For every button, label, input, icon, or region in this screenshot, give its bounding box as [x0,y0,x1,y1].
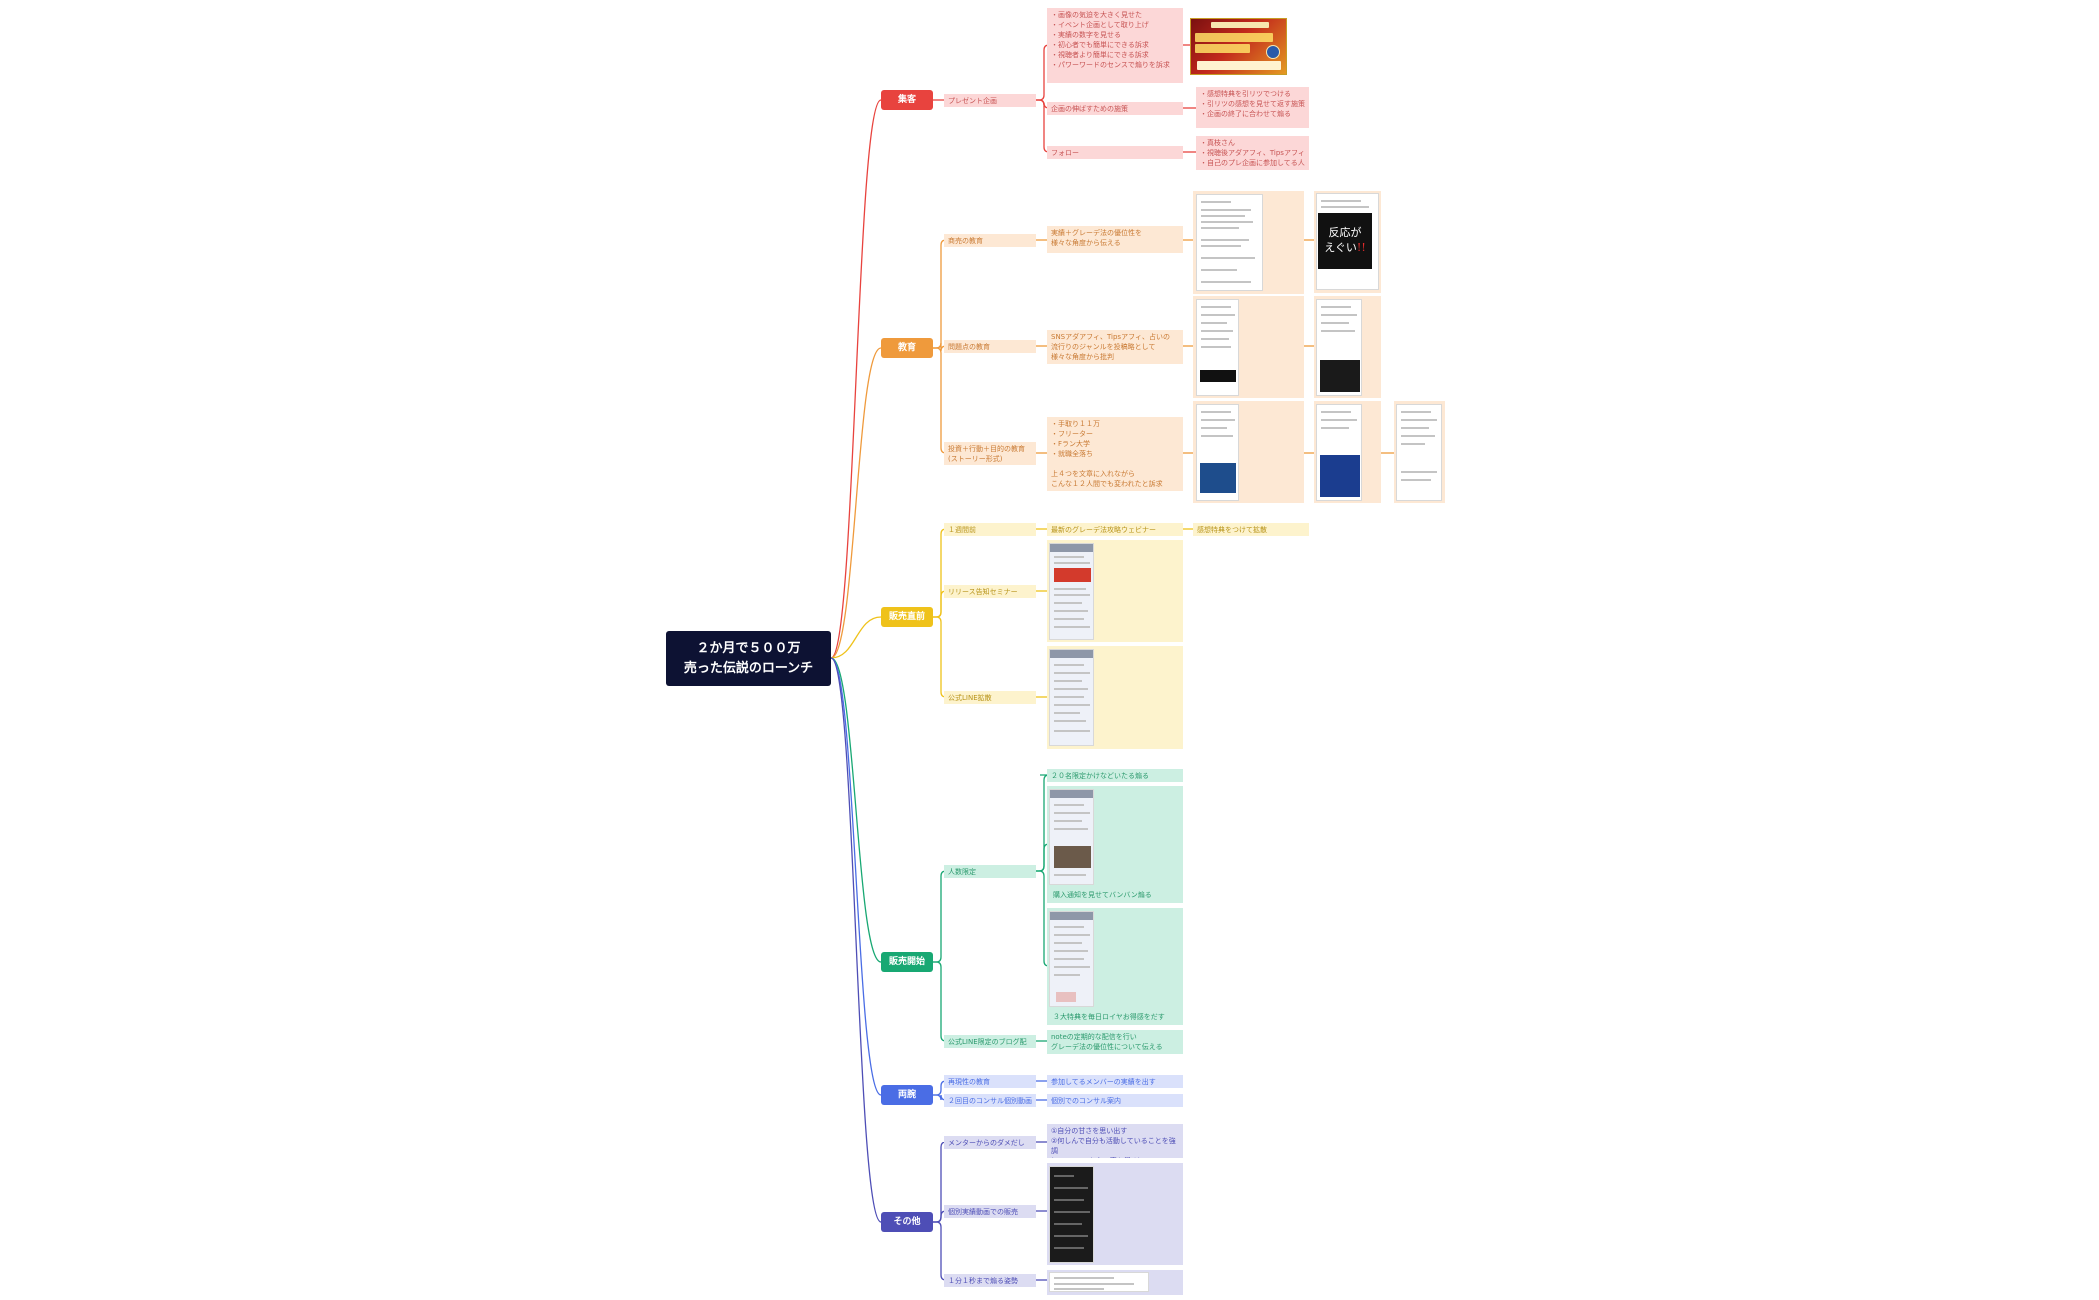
node-saigensei-desc[interactable]: 参加してるメンバーの実績を出す [1047,1075,1183,1088]
node-one-week[interactable]: １週間前 [944,523,1036,536]
branch-hanbai-chokuzen[interactable]: 販売直前 [881,607,933,627]
node-one-three[interactable]: １分１秒まで煽る姿勢 [944,1274,1036,1287]
node-three-tokuten[interactable]: ３大特典を毎日ロイヤお得感をだす [1053,1013,1165,1021]
node-line-kakusan[interactable]: 公式LINE拡散 [944,691,1036,704]
node-shouhin-desc[interactable]: 実績＋グレーデ法の優位性を 様々な角度から伝える [1047,226,1183,253]
root-branch-edge [830,657,882,963]
root-node[interactable]: ２か月で５００万 売った伝説のローンチ [666,631,831,686]
node-one-week-desc[interactable]: 最新のグレーデ法攻略ウェビナー [1047,523,1183,536]
node-release-seminar[interactable]: リリース告知セミナー [944,585,1036,598]
edge [933,347,947,454]
node-story-kyouiku[interactable]: 投資＋行動＋目的の教育 (ストーリー形式) [944,442,1036,465]
campaign-banner-image [1190,18,1287,75]
edge [933,239,947,349]
node-present-kikaku[interactable]: プレゼント企画 [944,94,1036,107]
node-mondai-kyouiku[interactable]: 問題点の教育 [944,340,1036,353]
branch-ryoushuu[interactable]: 両腕 [881,1085,933,1105]
root-branch-edge [830,657,882,1223]
coin-icon [1266,45,1280,59]
branch-hanbai-kaishi[interactable]: 販売開始 [881,952,933,972]
tweet-screenshot-6 [1316,404,1362,501]
bigtext-label: 反応が えぐい [1324,226,1362,254]
edge [1036,870,1050,967]
edge [933,616,947,698]
edge [933,961,947,1042]
branch-sonota[interactable]: その他 [881,1212,933,1232]
bigtext-excl: !! [1356,241,1366,254]
tweet-screenshot-4 [1316,299,1362,396]
node-kounyu-tsuuchi[interactable]: 購入通知を見せてバンバン煽る [1053,891,1152,899]
node-twenty-limit[interactable]: ２０名限定かけなどいたる煽る [1047,769,1183,782]
line-screenshot [1049,649,1094,746]
tweet-screenshot-5 [1196,404,1239,501]
branch-shuukyaku[interactable]: 集客 [881,90,933,110]
node-ninzuu-gentei[interactable]: 人数限定 [944,865,1036,878]
node-kobetsu-douga[interactable]: 個別実績動画での販売 [944,1205,1036,1218]
branch-kyouiku[interactable]: 教育 [881,338,933,358]
node-follow-list[interactable]: ・真枝さん ・視聴後アダアフィ、Tipsアフィ ・自己のプレ企画に参加してる人 [1196,136,1309,170]
tokuten-screenshot [1049,911,1094,1007]
node-line-blog-desc[interactable]: noteの定期的な配信を行い グレーデ法の優位性について伝える [1047,1030,1183,1054]
node-consult[interactable]: ２回目のコンサル個別動画 [944,1094,1036,1107]
node-line-blog[interactable]: 公式LINE限定のブログ配信 [944,1035,1036,1048]
node-saigensei[interactable]: 再現性の教育 [944,1075,1036,1088]
node-follow[interactable]: フォロー [1047,146,1183,159]
node-kikaku-sagasu[interactable]: 企画の伸ばすための施策 [1047,102,1183,115]
edge [1036,99,1050,153]
node-consult-desc[interactable]: 個別でのコンサル案内 [1047,1094,1183,1107]
one-three-screenshot [1049,1272,1149,1292]
node-present-list[interactable]: ・画像の気迫を大きく見せた ・イベント企画として取り上げ ・実績の数字を見せる … [1047,8,1183,83]
tweet-screenshot-3 [1196,299,1239,396]
kounyu-screenshot [1049,789,1094,885]
douga-screenshot [1049,1166,1094,1263]
edge [933,870,947,963]
edge [933,1094,947,1101]
tweet-screenshot-1 [1196,194,1263,291]
node-kikaku-list[interactable]: ・感想特典を引リツでつける ・引リツの感想を見せて返す施策 ・企画の終了に合わせ… [1196,87,1309,128]
edge [933,1221,947,1281]
root-branch-edge [830,616,882,659]
node-story-desc[interactable]: ・手取り１１万 ・フリーター ・Fラン大学 ・就職全落ち 上４つを文章に入れなが… [1047,417,1183,491]
node-mondai-desc[interactable]: SNSアダアフィ、Tipsアフィ、占いの 流行りのジャンルを投稿略として 様々な… [1047,330,1183,364]
node-one-week-tokuten[interactable]: 感想特典をつけて拡散 [1193,523,1309,536]
root-branch-edge [830,347,882,659]
root-branch-edge [830,657,882,1096]
bigtext-image: 反応が えぐい!! [1318,213,1372,269]
tweet-screenshot-7 [1396,404,1442,501]
root-branch-edge [830,99,882,659]
edge [933,528,947,618]
seminar-screenshot [1049,543,1094,640]
node-mentor[interactable]: メンターからのダメだし [944,1136,1036,1149]
node-mentor-desc[interactable]: ①自分の甘さを思い出す ②何しんで自分も活動していることを強調 (フォロワーから… [1047,1124,1183,1158]
node-shouhin-kyouiku[interactable]: 商売の教育 [944,234,1036,247]
